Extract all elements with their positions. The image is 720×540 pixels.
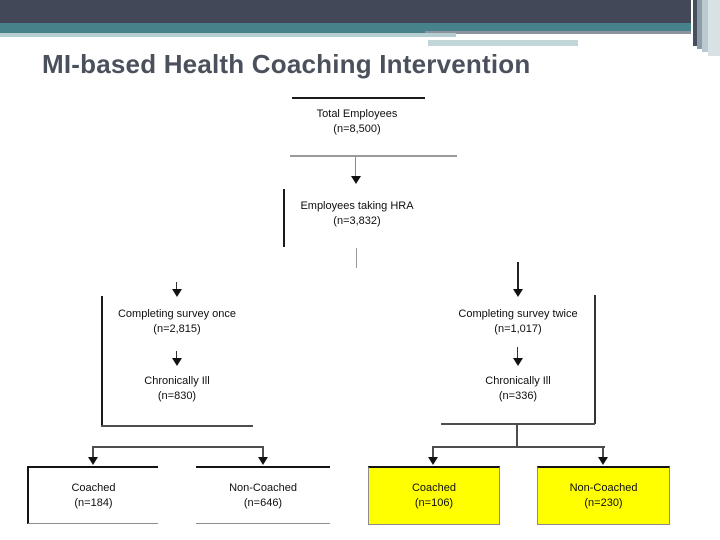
node-label: Completing survey once bbox=[117, 308, 236, 320]
node-survey-once: Completing survey once (n=2,815) bbox=[97, 307, 257, 337]
split-stem-coached-once bbox=[92, 446, 94, 458]
node-label: Employees taking HRA bbox=[300, 200, 414, 212]
node-count: (n=230) bbox=[584, 497, 623, 509]
arrow-down-icon bbox=[513, 289, 523, 297]
header-light-strip-right bbox=[428, 40, 578, 46]
flow-stem-hra bbox=[356, 248, 357, 268]
node-label: Non-Coached bbox=[569, 482, 638, 494]
node-count: (n=106) bbox=[414, 497, 454, 509]
node-count: (n=184) bbox=[74, 497, 113, 509]
node-chronically-ill-twice: Chronically Ill (n=336) bbox=[448, 374, 588, 404]
arrow-down-icon bbox=[428, 457, 438, 465]
header-bar-dark bbox=[0, 0, 720, 23]
group-bottom-left bbox=[101, 425, 253, 427]
flow-line-left-hra bbox=[283, 189, 285, 247]
flow-stem-chronic-right bbox=[517, 347, 518, 359]
split-stem-noncoached-twice bbox=[602, 446, 604, 458]
node-label: Chronically Ill bbox=[485, 375, 551, 387]
flow-stem-twice bbox=[517, 262, 519, 289]
header-light-strip-left bbox=[0, 33, 456, 38]
arrow-down-icon bbox=[258, 457, 268, 465]
node-coached-once: Coached (n=184) bbox=[27, 466, 158, 524]
node-label: Chronically Ill bbox=[144, 375, 210, 387]
flow-stem-once bbox=[176, 282, 177, 290]
node-non-coached-twice-highlighted: Non-Coached (n=230) bbox=[537, 466, 670, 525]
arrow-down-icon bbox=[513, 358, 523, 366]
node-chronically-ill-once: Chronically Ill (n=830) bbox=[107, 374, 247, 404]
node-count: (n=8,500) bbox=[333, 123, 381, 135]
split-bar-left bbox=[92, 446, 264, 448]
flow-line-bottom-total bbox=[290, 155, 457, 157]
group-border-right bbox=[594, 295, 596, 424]
node-label: Non-Coached bbox=[229, 482, 297, 494]
node-non-coached-once: Non-Coached (n=646) bbox=[196, 466, 330, 524]
header-stripe-gap bbox=[691, 0, 693, 46]
page-title: MI-based Health Coaching Intervention bbox=[42, 49, 531, 79]
arrow-down-icon bbox=[88, 457, 98, 465]
header-white-line bbox=[0, 37, 667, 40]
node-count: (n=336) bbox=[498, 390, 538, 402]
arrow-down-icon bbox=[351, 176, 361, 184]
split-bar-right bbox=[433, 446, 605, 448]
header-bar-teal bbox=[0, 23, 720, 33]
node-count: (n=830) bbox=[157, 390, 197, 402]
node-label: Coached bbox=[71, 482, 116, 494]
node-label: Completing survey twice bbox=[458, 308, 578, 320]
header-gray-line bbox=[425, 31, 700, 34]
node-survey-twice: Completing survey twice (n=1,017) bbox=[438, 307, 598, 337]
header-stripe-2 bbox=[697, 0, 702, 49]
header-stripe-1 bbox=[693, 0, 697, 46]
group-bottom-right bbox=[441, 423, 595, 425]
group-border-left bbox=[101, 296, 103, 427]
node-count: (n=646) bbox=[243, 497, 283, 509]
node-count: (n=1,017) bbox=[494, 323, 542, 335]
header-stripe-3 bbox=[702, 0, 708, 52]
flow-line-top-total bbox=[292, 97, 425, 99]
node-label: Total Employees bbox=[316, 108, 398, 120]
node-count: (n=2,815) bbox=[153, 323, 201, 335]
flow-stem-chronic-left bbox=[176, 351, 177, 359]
header-stripe-4 bbox=[708, 0, 720, 56]
node-coached-twice-highlighted: Coached (n=106) bbox=[368, 466, 500, 525]
arrow-down-icon bbox=[172, 358, 182, 366]
node-total-employees: Total Employees (n=8,500) bbox=[277, 107, 437, 137]
arrow-down-icon bbox=[598, 457, 608, 465]
split-stem-right-center bbox=[516, 423, 518, 447]
node-label: Coached bbox=[411, 482, 457, 494]
arrow-down-icon bbox=[172, 289, 182, 297]
split-stem-coached-twice bbox=[432, 446, 434, 458]
node-count: (n=3,832) bbox=[333, 215, 381, 227]
flow-stem-total bbox=[355, 157, 356, 176]
split-stem-noncoached-once bbox=[262, 446, 264, 458]
node-employees-taking-hra: Employees taking HRA (n=3,832) bbox=[277, 199, 437, 229]
